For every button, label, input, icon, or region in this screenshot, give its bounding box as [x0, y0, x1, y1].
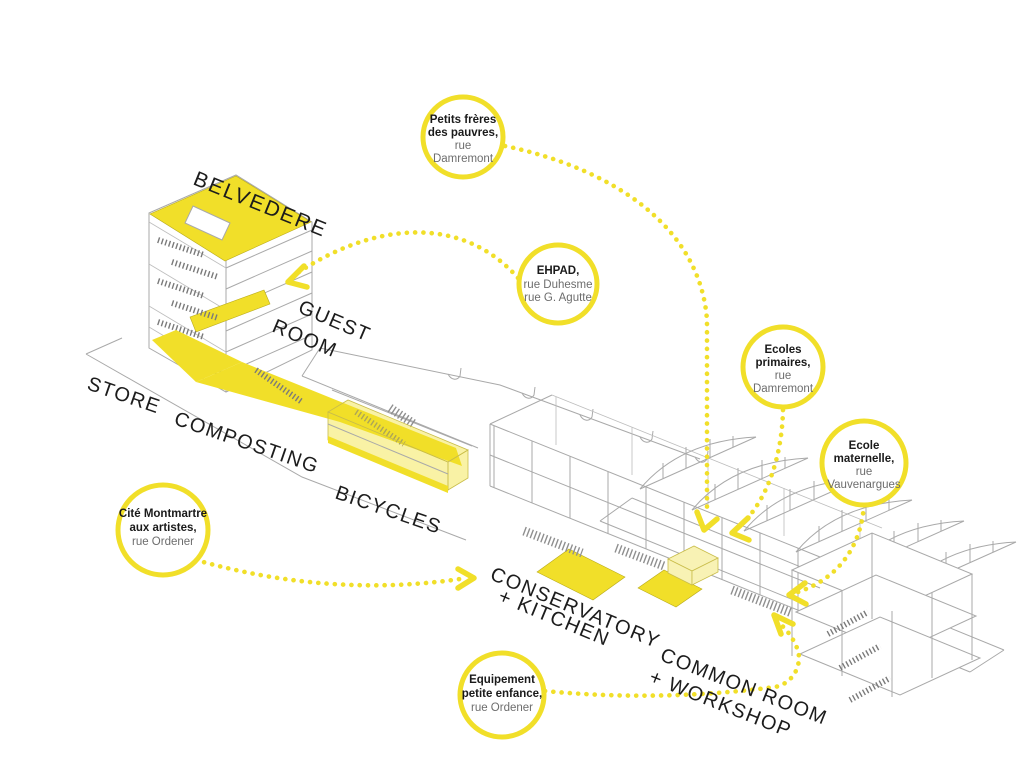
bicycles-shed-highlight — [327, 399, 469, 493]
callout-text: Petits frères — [430, 114, 496, 126]
callout-cite-montmartre: Cité Montmartre aux artistes, rue Ordene… — [115, 482, 211, 578]
guest-room-highlight — [189, 289, 271, 333]
deck-north-edge — [319, 347, 701, 460]
end-block-stair — [826, 609, 870, 637]
arrow-ehpad — [293, 230, 521, 281]
callout-ring — [516, 242, 600, 326]
louver-strip — [730, 585, 794, 618]
site-corner — [85, 337, 123, 355]
callout-ring — [457, 650, 547, 740]
callout-ring — [420, 94, 506, 180]
callout-ring — [740, 324, 826, 410]
callouts: Petits frères des pauvres, rue Damremont… — [115, 94, 909, 740]
deck-south-edge — [301, 347, 479, 449]
kitchen-roof-highlight — [637, 569, 703, 608]
label-composting: COMPOSTING — [171, 408, 322, 478]
callout-ehpad: EHPAD, rue Duhesme rue G. Agutte — [516, 242, 600, 326]
callout-text: Damremont — [433, 153, 494, 165]
callout-text: Equipement — [469, 674, 535, 686]
callout-ring — [115, 482, 211, 578]
arrowhead-equipement — [771, 612, 796, 637]
callout-equipement: Equipement petite enfance, rue Ordener — [457, 650, 547, 740]
callout-text: rue Ordener — [471, 702, 533, 714]
arrow-ecole-maternelle — [795, 502, 867, 595]
callout-text: rue G. Agutte — [524, 292, 592, 304]
callout-text: Ecole — [849, 440, 880, 452]
arrowhead-cite-montmartre — [455, 566, 477, 591]
site-edge — [85, 353, 467, 541]
callout-text: maternelle, — [834, 453, 895, 465]
callout-ring — [819, 418, 909, 508]
arrowhead-ecoles-primaires — [729, 515, 752, 543]
callout-text: rue Ordener — [132, 536, 194, 548]
callout-text: aux artistes, — [129, 522, 196, 534]
label-store: STORE — [84, 373, 163, 419]
callout-text: rue Duhesme — [523, 279, 592, 291]
composting-hatch — [387, 404, 417, 428]
arrowhead-petits-freres — [694, 509, 720, 533]
callout-text: Cité Montmartre — [119, 508, 207, 520]
arrowhead-ecole-maternelle — [786, 580, 809, 607]
callout-text: Ecoles — [764, 344, 801, 356]
end-block — [790, 532, 982, 703]
callout-text: rue — [455, 140, 472, 152]
callout-ecoles-primaires: Ecoles primaires, rue Damremont — [740, 324, 826, 410]
callout-text: Damremont — [753, 383, 814, 395]
callout-text: EHPAD, — [537, 265, 580, 277]
callout-text: rue — [856, 466, 873, 478]
arrow-petits-freres — [502, 143, 710, 513]
building-axonometric — [85, 174, 1017, 703]
callout-text: rue — [775, 370, 792, 382]
callout-ecole-maternelle: Ecole maternelle, rue Vauvenargues — [819, 418, 909, 508]
callout-text: petite enfance, — [462, 688, 543, 700]
skylight-box — [667, 545, 719, 586]
conservatory-roof-highlight — [536, 548, 626, 601]
dotted-arrows — [193, 143, 867, 698]
ramp-stair — [254, 367, 304, 405]
arrow-cite-montmartre — [193, 557, 463, 588]
louver-strip — [614, 543, 666, 571]
callout-text: des pauvres, — [428, 127, 498, 139]
callout-text: primaires, — [756, 357, 811, 369]
hall-frame — [489, 394, 883, 620]
belvedere-roof-highlight — [149, 175, 312, 262]
callout-text: Vauvenargues — [827, 479, 901, 491]
arrow-equipement — [542, 620, 802, 698]
callout-petits-freres: Petits frères des pauvres, rue Damremont — [420, 94, 506, 180]
end-block-stair — [838, 643, 882, 671]
arrowhead-ehpad — [285, 263, 310, 290]
louver-strip — [522, 526, 584, 558]
label-bicycles: BICYCLES — [332, 482, 444, 539]
end-block-stair — [848, 675, 892, 703]
